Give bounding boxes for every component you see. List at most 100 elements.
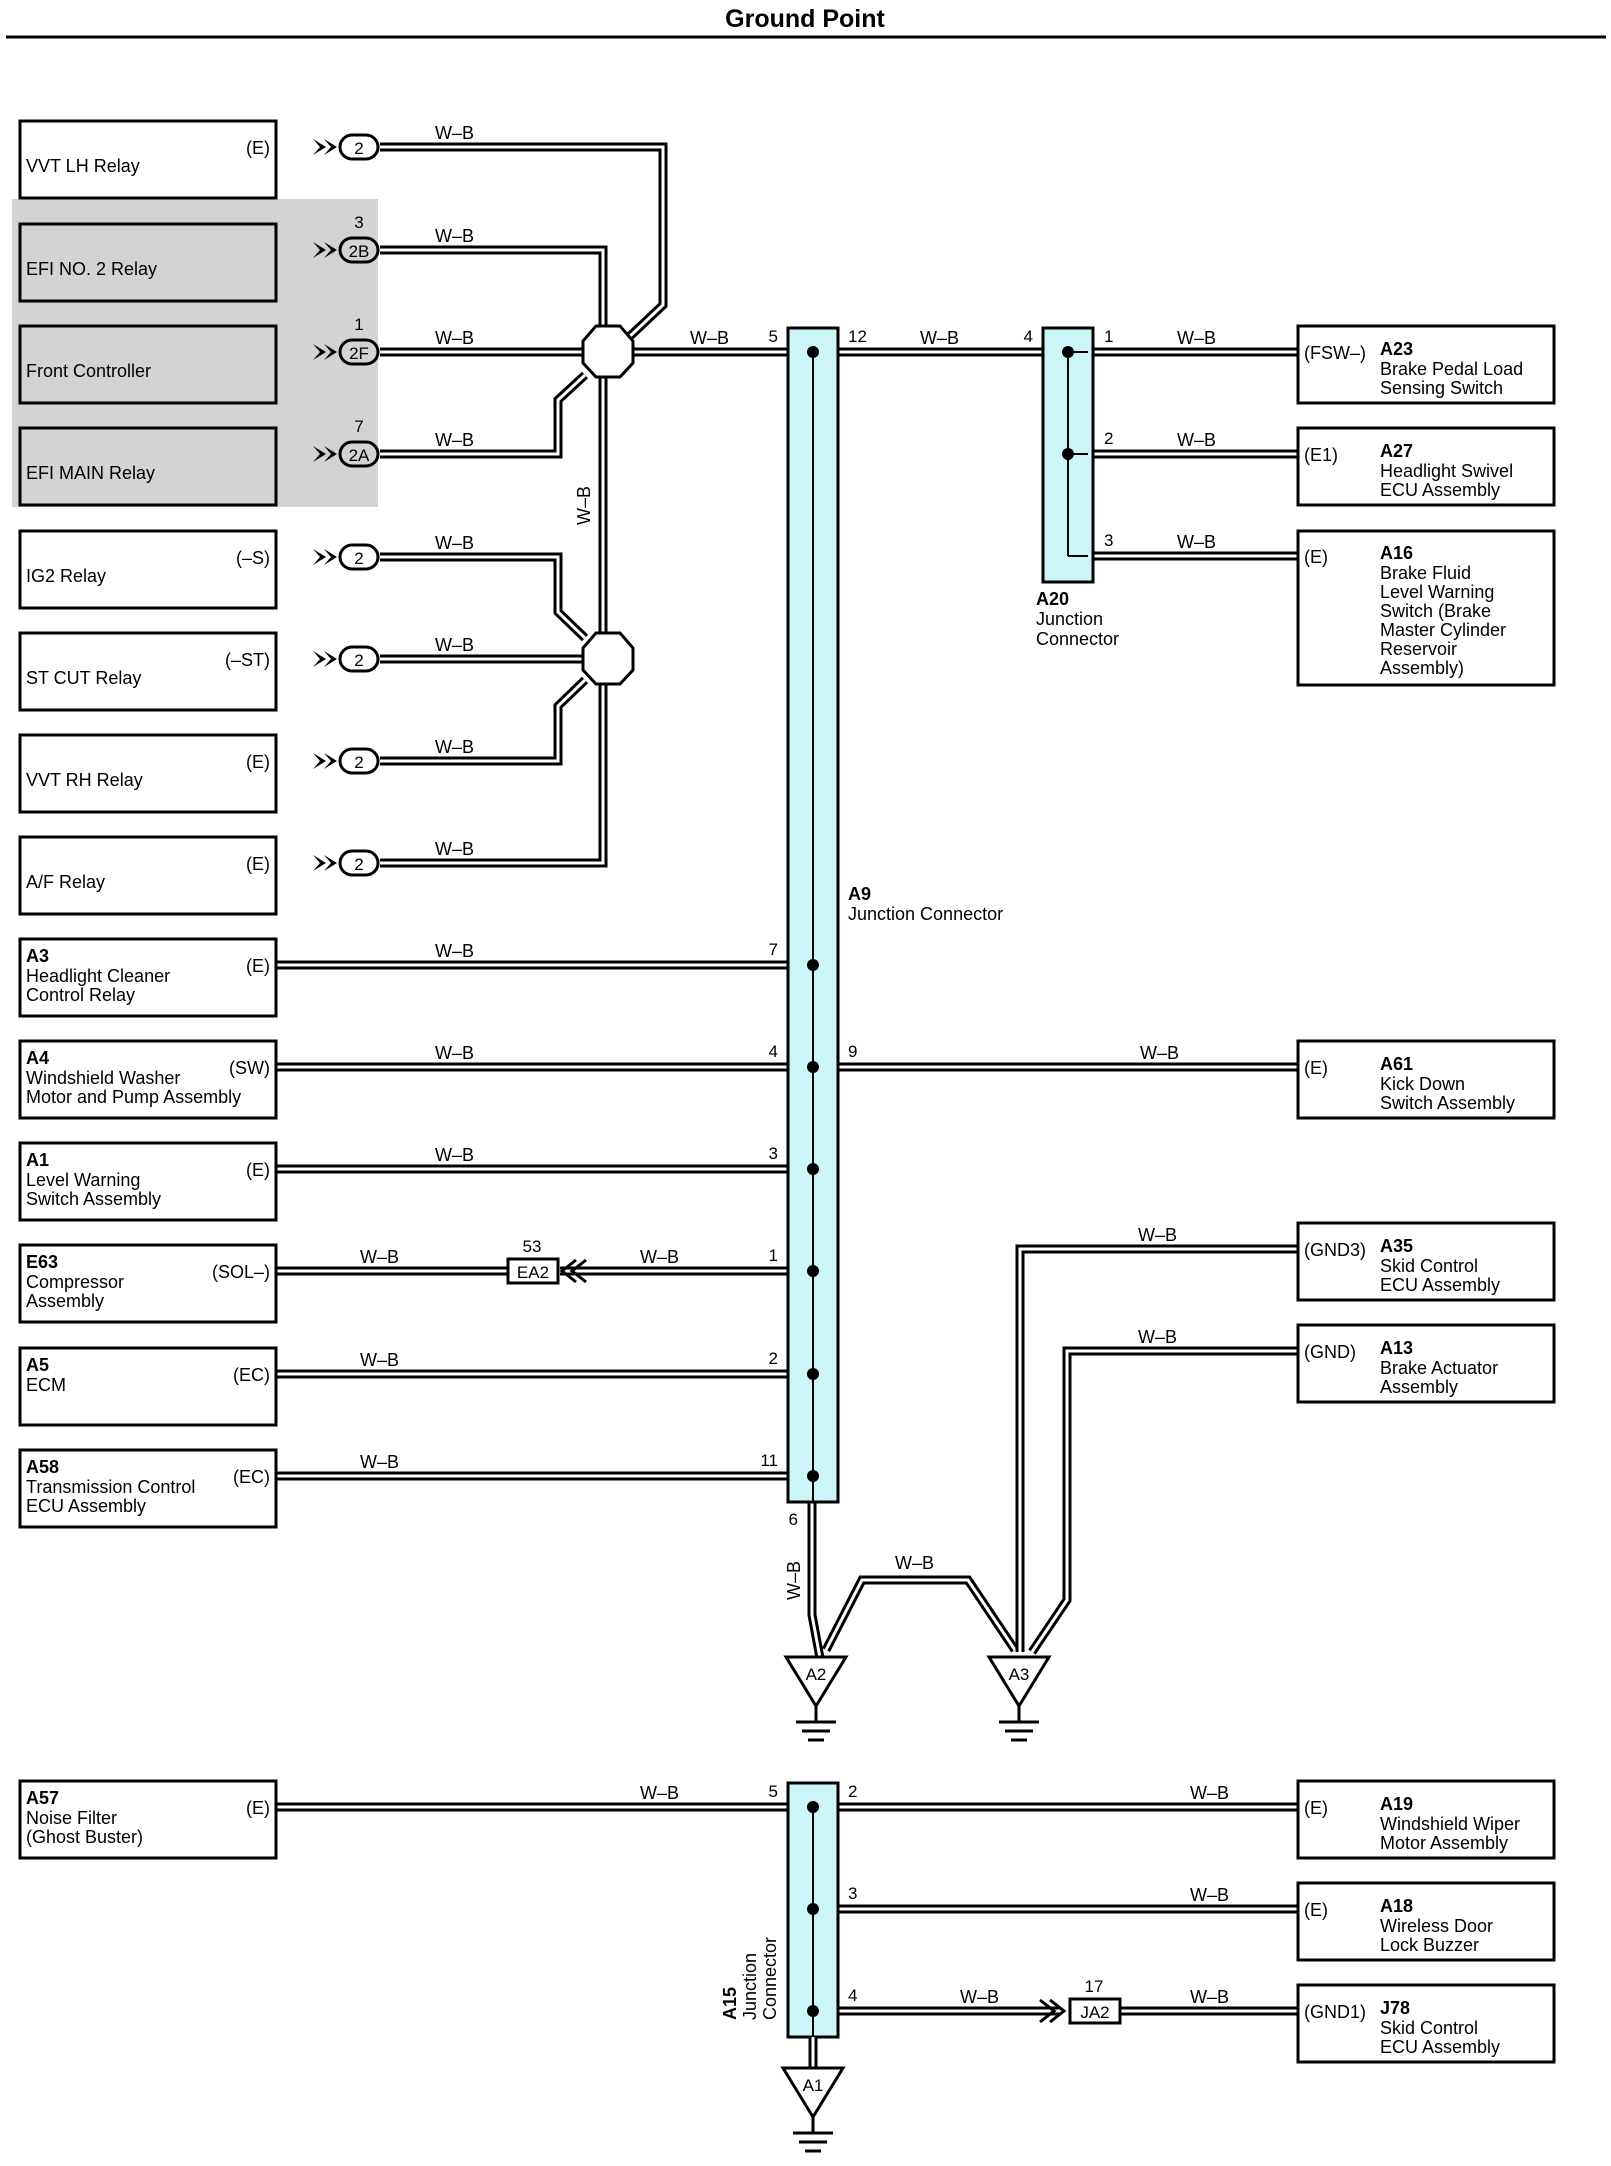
component-a23: (FSW–) A23 Brake Pedal Load Sensing Swit… [1296, 324, 1556, 405]
wire-label: W–B [1177, 532, 1216, 552]
component-name: A/F Relay [26, 872, 105, 892]
component-name: Switch Assembly [1380, 1093, 1515, 1113]
wire-label: W–B [360, 1350, 399, 1370]
ground-label: A1 [803, 2076, 824, 2095]
component-name: ECU Assembly [1380, 1275, 1500, 1295]
wire-label: W–B [435, 328, 474, 348]
wire-label: W–B [1177, 328, 1216, 348]
pin-number: 3 [848, 1884, 857, 1903]
wire-color-labels: W–B W–B W–B W–B W–B W–B W–B W–B W–B W–B … [360, 123, 1229, 2007]
component-code: A3 [26, 946, 49, 966]
terminal-label: (E) [246, 138, 270, 158]
component-code: A61 [1380, 1054, 1413, 1074]
connector-pill [338, 849, 380, 877]
component-name: (Ghost Buster) [26, 1827, 143, 1847]
component-a57: A57 Noise Filter (Ghost Buster) (E) [18, 1779, 278, 1860]
wire-label: W–B [435, 941, 474, 961]
junction-a20: 4 1 2 3 A20 Junction Connector [1024, 326, 1119, 649]
pin-number: 2 [848, 1782, 857, 1801]
component-code: A57 [26, 1788, 59, 1808]
component-a13: (GND) A13 Brake Actuator Assembly [1296, 1323, 1556, 1404]
terminal-label: (E) [1304, 547, 1328, 567]
wire-label: W–B [360, 1452, 399, 1472]
wire-label: W–B [1138, 1225, 1177, 1245]
connector-pill [338, 236, 380, 264]
component-vvt-rh-relay: VVT RH Relay (E) [18, 733, 278, 814]
splice-point-lower [581, 631, 635, 686]
component-name: VVT RH Relay [26, 770, 143, 790]
wire-label: W–B [1190, 1885, 1229, 1905]
component-af-relay: A/F Relay (E) [18, 835, 278, 916]
component-name: Compressor [26, 1272, 124, 1292]
component-code: A16 [1380, 543, 1413, 563]
component-code: A5 [26, 1355, 49, 1375]
terminal-label: (E) [246, 1160, 270, 1180]
terminal-label: (–ST) [225, 650, 270, 670]
connector-pill [338, 543, 380, 571]
connector-pin: 7 [354, 417, 363, 436]
connector-pills: 2 3 2B 1 2F 7 2A 2 2 2 2 [313, 133, 380, 877]
component-code: A58 [26, 1457, 59, 1477]
connector-pill [338, 338, 380, 366]
inline-connector-ea2: 53 EA2 [506, 1237, 587, 1285]
component-a16: (E) A16 Brake Fluid Level Warning Switch… [1296, 529, 1556, 687]
component-name: Skid Control [1380, 2018, 1478, 2038]
wire-label: W–B [435, 1145, 474, 1165]
junction-name: Connector [1036, 629, 1119, 649]
junction-a9: A9 Junction Connector 5 12 7 4 9 3 1 2 1… [760, 326, 1003, 1529]
ground-label: A2 [806, 1665, 827, 1684]
terminal-label: (GND3) [1304, 1240, 1366, 1260]
connector-id: 2 [354, 139, 363, 158]
component-name: Kick Down [1380, 1074, 1465, 1094]
connector-arrow-icon [1039, 1998, 1067, 2024]
component-code: A23 [1380, 339, 1413, 359]
wire-label: W–B [1190, 1783, 1229, 1803]
component-name: ECM [26, 1375, 66, 1395]
wire-label: W–B [435, 123, 474, 143]
component-e63: E63 Compressor Assembly (SOL–) [18, 1243, 278, 1324]
wire-label: W–B [784, 1561, 804, 1600]
connector-arrow-icon [313, 753, 337, 769]
pin-number: 4 [848, 1986, 857, 2005]
terminal-label: (E) [1304, 1798, 1328, 1818]
component-name: Switch Assembly [26, 1189, 161, 1209]
ground-label: A3 [1009, 1665, 1030, 1684]
junction-code: A9 [848, 884, 871, 904]
junction-name: Junction [1036, 609, 1103, 629]
junction-code: A15 [720, 1987, 740, 2020]
connector-pill [338, 747, 380, 775]
component-name: Switch (Brake [1380, 601, 1491, 621]
component-name: Brake Fluid [1380, 563, 1471, 583]
component-st-cut-relay: ST CUT Relay (–ST) [18, 631, 278, 712]
connector-pill [338, 645, 380, 673]
wire-label: W–B [960, 1987, 999, 2007]
terminal-label: (GND1) [1304, 2002, 1366, 2022]
component-name: ST CUT Relay [26, 668, 141, 688]
component-name: Level Warning [1380, 582, 1494, 602]
component-name: Motor and Pump Assembly [26, 1087, 241, 1107]
component-name: Master Cylinder [1380, 620, 1506, 640]
wire-label: W–B [435, 533, 474, 553]
wire-label: W–B [435, 737, 474, 757]
pin-number: 1 [1104, 327, 1113, 346]
wire-label: W–B [895, 1553, 934, 1573]
connector-pin: 3 [354, 213, 363, 232]
component-code: J78 [1380, 1998, 1410, 2018]
pin-number: 5 [769, 1782, 778, 1801]
connector-pin: 17 [1085, 1977, 1104, 1996]
component-code: E63 [26, 1252, 58, 1272]
pin-number: 11 [760, 1451, 778, 1470]
component-a27: (E1) A27 Headlight Swivel ECU Assembly [1296, 426, 1556, 507]
pin-number: 4 [769, 1042, 778, 1061]
ground-point-a3: A3 [986, 1655, 1052, 1742]
connector-pin: 53 [523, 1237, 542, 1256]
component-j78: (GND1) J78 Skid Control ECU Assembly [1296, 1983, 1556, 2064]
wire-label: W–B [435, 635, 474, 655]
component-name: EFI MAIN Relay [26, 463, 155, 483]
connector-id: JA2 [1080, 2003, 1109, 2022]
connector-id: 2F [349, 344, 369, 363]
component-efi-no2-relay: EFI NO. 2 Relay [18, 222, 278, 303]
connector-arrow-icon [313, 855, 337, 871]
wire-label: W–B [1177, 430, 1216, 450]
connector-id: 2 [354, 855, 363, 874]
